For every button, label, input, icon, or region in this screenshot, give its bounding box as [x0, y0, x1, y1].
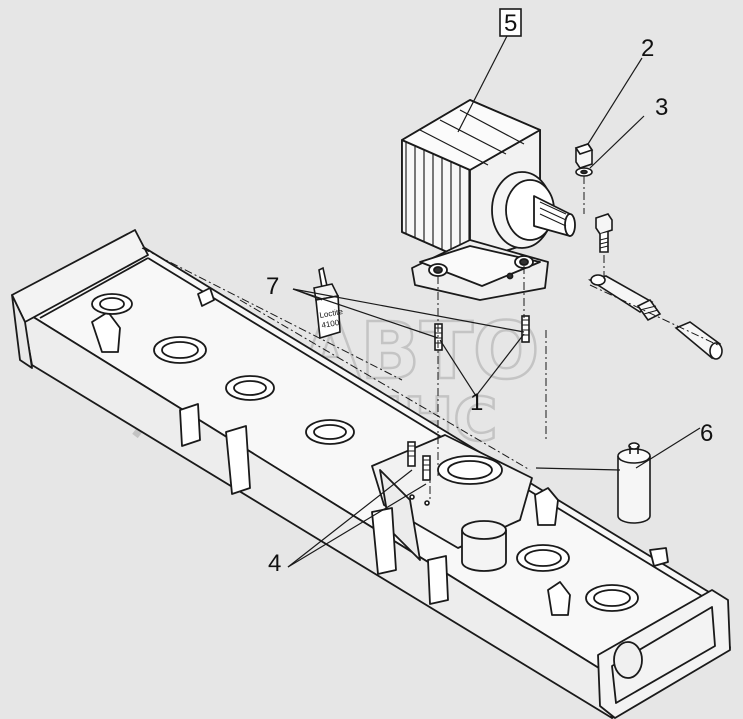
tube-brand-label: Loctite	[319, 307, 344, 320]
assembly-center-lines	[141, 176, 721, 500]
washer	[575, 167, 593, 177]
bolt-vertical	[595, 213, 613, 253]
callout-3-label: 3	[655, 94, 668, 121]
callout-4-label: 4	[268, 550, 281, 577]
callout-2-label: 2	[641, 35, 654, 62]
callout-7-label: 7	[266, 273, 279, 300]
callout-5: 5	[499, 8, 522, 37]
tube-code-label: 4100	[321, 318, 341, 330]
bushing	[461, 520, 507, 572]
dowel-pins	[407, 441, 431, 506]
callout-5-box	[499, 8, 522, 37]
nut	[574, 143, 594, 169]
housing-openings	[91, 293, 643, 679]
leader-lines	[287, 35, 701, 568]
loctite-tube: Loctite 4100	[313, 266, 344, 340]
callout-1-label: 1	[470, 389, 483, 416]
grease-canister	[617, 442, 651, 524]
long-pin	[674, 321, 723, 360]
gearbox-motor	[401, 99, 576, 301]
callout-5-label: 5	[504, 10, 517, 37]
callout-6-label: 6	[700, 420, 713, 447]
